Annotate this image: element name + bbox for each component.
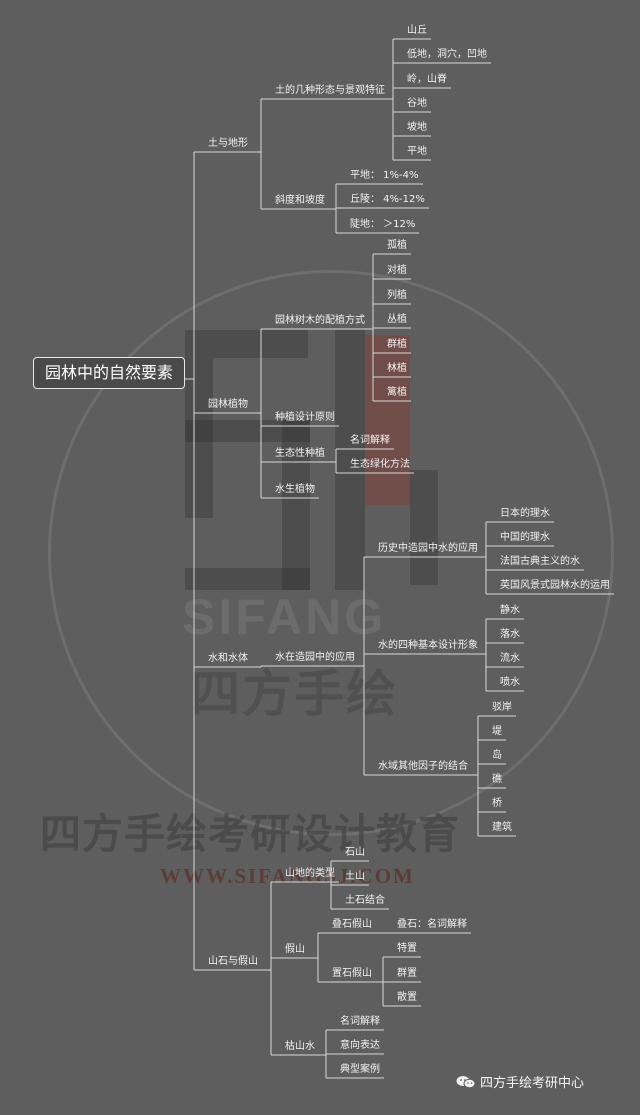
subtopic-node[interactable]: 水域其他因子的结合 [378,761,468,772]
subtopic-node[interactable]: 名词解释 [340,1016,380,1027]
subtopic-node[interactable]: 林植 [387,363,407,374]
footer-logo: 四方手绘考研中心 [456,1072,584,1091]
subtopic-node[interactable]: 土山 [345,871,365,882]
subtopic-node[interactable]: 丛植 [387,314,407,325]
topic-node[interactable]: 枯山水 [285,1041,315,1052]
root-node[interactable]: 园林中的自然要素 [33,357,185,389]
subtopic-node[interactable]: 谷地 [407,98,427,109]
topic-node[interactable]: 土的几种形态与景观特征 [275,85,385,96]
subtopic-node[interactable]: 礁 [492,774,502,785]
subtopic-node[interactable]: 法国古典主义的水 [500,556,580,567]
subtopic-node[interactable]: 置石假山 [332,968,372,979]
subtopic-node[interactable]: 静水 [500,605,520,616]
subtopic-node[interactable]: 名词解释 [350,435,390,446]
topic-node[interactable]: 假山 [285,944,305,955]
subtopic-node[interactable]: 日本的理水 [500,508,550,519]
subtopic-node[interactable]: 孤植 [387,240,407,251]
subtopic-node[interactable]: 列植 [387,290,407,301]
subtopic-node[interactable]: 丘陵： 4%-12% [350,194,425,205]
branch-node[interactable]: 水和水体 [208,653,248,664]
branch-node[interactable]: 园林植物 [208,399,248,410]
topic-node[interactable]: 山地的类型 [285,868,335,879]
subtopic-node[interactable]: 历史中造园中水的应用 [378,543,478,554]
subtopic-node[interactable]: 堤 [492,726,502,737]
subtopic-node[interactable]: 散置 [397,992,417,1003]
subtopic-node[interactable]: 意向表达 [340,1040,380,1051]
subtopic-node[interactable]: 对植 [387,265,407,276]
subtopic-node[interactable]: 篱植 [387,387,407,398]
subtopic-node[interactable]: 平地： 1%-4% [350,170,419,181]
subtopic-node[interactable]: 流水 [500,653,520,664]
subtopic-node[interactable]: 落水 [500,629,520,640]
subtopic-node[interactable]: 山丘 [407,25,427,36]
topic-node[interactable]: 种植设计原则 [275,412,335,423]
subtopic-node[interactable]: 特置 [397,943,417,954]
wechat-icon [456,1076,476,1089]
subtopic-node[interactable]: 群植 [387,339,407,350]
subtopic-node[interactable]: 低地，洞穴，凹地 [407,49,487,60]
subtopic-node[interactable]: 英国风景式园林水的运用 [500,580,610,591]
subtopic-node[interactable]: 叠石：名词解释 [397,919,467,930]
subtopic-node[interactable]: 生态绿化方法 [350,459,410,470]
subtopic-node[interactable]: 坡地 [407,122,427,133]
topic-node[interactable]: 水在造园中的应用 [275,652,355,663]
subtopic-node[interactable]: 平地 [407,146,427,157]
subtopic-node[interactable]: 群置 [397,968,417,979]
topic-node[interactable]: 生态性种植 [275,448,325,459]
subtopic-node[interactable]: 叠石假山 [332,919,372,930]
subtopic-node[interactable]: 岭，山脊 [407,74,447,85]
topic-node[interactable]: 水生植物 [275,484,315,495]
subtopic-node[interactable]: 陡地： ＞12% [350,219,416,230]
subtopic-node[interactable]: 建筑 [492,822,512,833]
footer-logo-text: 四方手绘考研中心 [480,1076,585,1091]
subtopic-node[interactable]: 中国的理水 [500,532,550,543]
topic-node[interactable]: 斜度和坡度 [275,195,325,206]
subtopic-node[interactable]: 驳岸 [492,702,512,713]
topic-node[interactable]: 园林树木的配植方式 [275,315,365,326]
subtopic-node[interactable]: 岛 [492,750,502,761]
subtopic-node[interactable]: 水的四种基本设计形象 [378,640,478,651]
subtopic-node[interactable]: 喷水 [500,677,520,688]
branch-node[interactable]: 山石与假山 [208,956,258,967]
subtopic-node[interactable]: 典型案例 [340,1064,380,1075]
subtopic-node[interactable]: 土石结合 [345,895,385,906]
branch-node[interactable]: 土与地形 [208,138,248,149]
subtopic-node[interactable]: 石山 [345,847,365,858]
subtopic-node[interactable]: 桥 [492,798,502,809]
